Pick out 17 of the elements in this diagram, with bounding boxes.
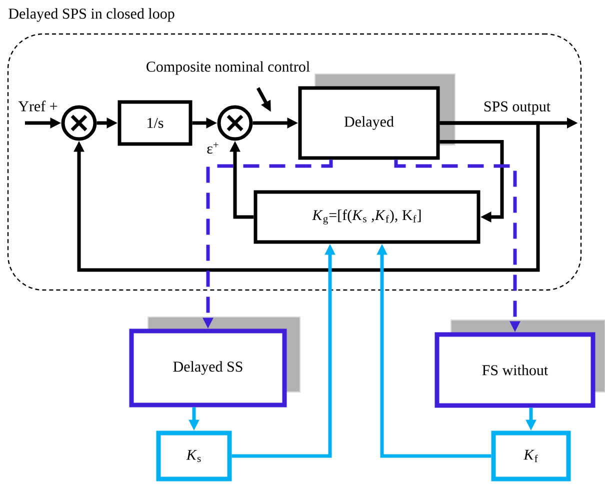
block-box: Delayed SS	[129, 328, 287, 408]
edge-label: SPS output	[482, 100, 552, 116]
annotation-text: Composite nominal control	[146, 61, 310, 75]
signal-label: ε$^{+}$	[207, 142, 218, 154]
region-title: Delayed SPS in closed loop	[8, 8, 174, 22]
block-box: Delayed	[298, 86, 440, 160]
gain-box: K$_{g}$=[f(K$_{s}$ ,K$_{f}$), K$_{f}$]	[254, 190, 480, 244]
block-box: 1/s	[118, 100, 192, 146]
signal-label: Yref +	[18, 100, 58, 112]
gain-box: K$_{f}$	[491, 430, 571, 482]
gain-box: K$_{s}$	[156, 430, 232, 482]
block-box: FS without	[434, 332, 596, 408]
summing-junction	[217, 105, 253, 141]
summing-junction	[61, 105, 97, 141]
arrow	[440, 140, 504, 222]
region-box	[7, 8, 582, 291]
arrow	[74, 121, 540, 272]
